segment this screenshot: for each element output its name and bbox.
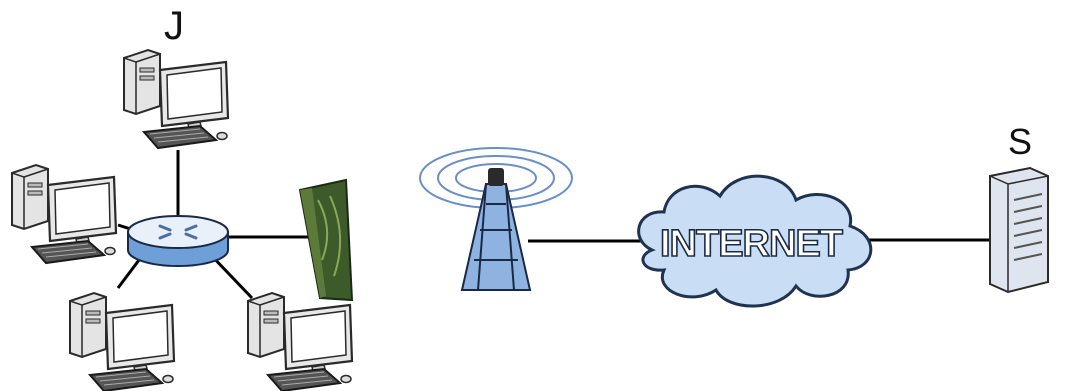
internet-label: INTERNET xyxy=(660,223,843,265)
computer-j-label: J xyxy=(164,6,184,46)
desktop-computer-icon xyxy=(124,50,228,148)
wireless-gateway-icon xyxy=(300,180,352,300)
desktop-computer-icon xyxy=(248,293,352,391)
desktop-computer-icon xyxy=(12,165,116,263)
connection-lines xyxy=(118,150,992,298)
antenna-tower-icon xyxy=(420,148,572,290)
internet-cloud-icon: INTERNET xyxy=(639,176,871,306)
network-switch-icon xyxy=(128,216,228,266)
desktop-computer-icon xyxy=(70,293,174,391)
server-tower-icon xyxy=(990,168,1048,292)
server-s-label: S xyxy=(1008,124,1032,160)
